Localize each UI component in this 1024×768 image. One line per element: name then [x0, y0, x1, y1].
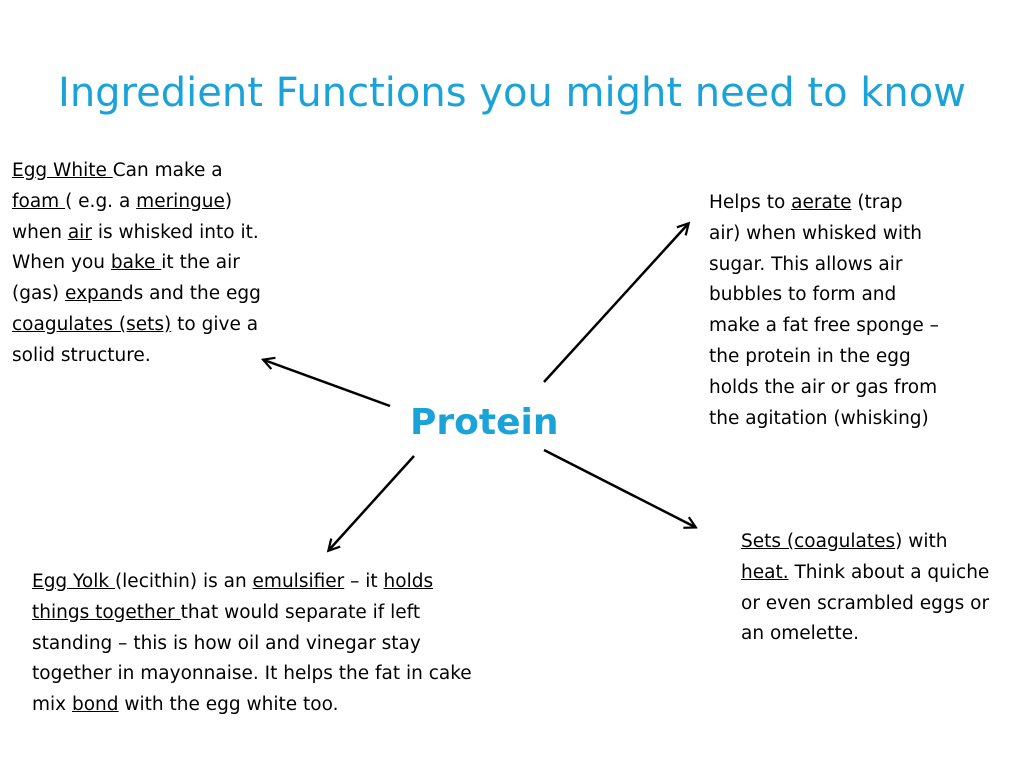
arrow-to-sets [543, 448, 695, 527]
aerate-text-1: Helps to [709, 192, 792, 213]
holds-together-term: holds things together [32, 571, 434, 623]
bond-term: bond [72, 694, 119, 716]
egg-yolk-heading: Egg Yolk [32, 571, 115, 592]
coagulates-term: coagulates (sets) [12, 313, 172, 335]
slide-title: Ingredient Functions you might need to k… [58, 70, 966, 116]
protein-label: Protein [410, 402, 559, 443]
emulsifier-term: emulsifier [252, 571, 345, 592]
egg-white-text-7: to give a solid structure. [12, 313, 259, 366]
sets-text-1: ) with [895, 531, 948, 552]
egg-white-text-4: is whisked into it. When you [12, 221, 259, 274]
meringue-term: meringue [136, 190, 225, 212]
arrow-to-aerate [543, 224, 688, 383]
bake-term: bake [110, 252, 162, 274]
sets-text: Sets (coagulates) with heat. Think about… [741, 527, 991, 650]
foam-term: foam [12, 190, 66, 212]
aerate-text-2: (trap air) when whisked with sugar. This… [709, 192, 939, 429]
coagulates-heading: Sets (coagulates [741, 531, 896, 552]
expand-term: expan [65, 283, 122, 305]
arrow-to-egg-white [264, 360, 391, 408]
egg-white-text: Egg White Can make a foam ( e.g. a merin… [12, 156, 262, 372]
egg-white-heading: Egg White [12, 160, 113, 181]
yolk-text-1: (lecithin) is an [114, 571, 253, 592]
aerate-text: Helps to aerate (trap air) when whisked … [709, 188, 939, 434]
egg-white-text-6: ds and the egg [121, 283, 261, 305]
egg-white-text-1: Can make a [112, 160, 223, 181]
air-term: air [67, 221, 92, 243]
egg-yolk-text: Egg Yolk (lecithin) is an emulsifier – i… [32, 567, 472, 721]
arrow-to-egg-yolk [329, 455, 415, 550]
sets-text-2: Think about a quiche or even scrambled e… [741, 561, 990, 645]
aerate-term: aerate [791, 192, 852, 213]
egg-white-text-2: ( e.g. a [65, 190, 137, 212]
heat-term: heat. [741, 561, 789, 583]
yolk-text-2: – it [344, 571, 384, 592]
egg-white-text-3: ) when [12, 190, 233, 243]
yolk-text-3: that would separate if left standing – t… [32, 601, 472, 716]
yolk-text-4: with the egg white too. [118, 694, 339, 716]
egg-white-text-5: it the air (gas) [12, 252, 240, 305]
